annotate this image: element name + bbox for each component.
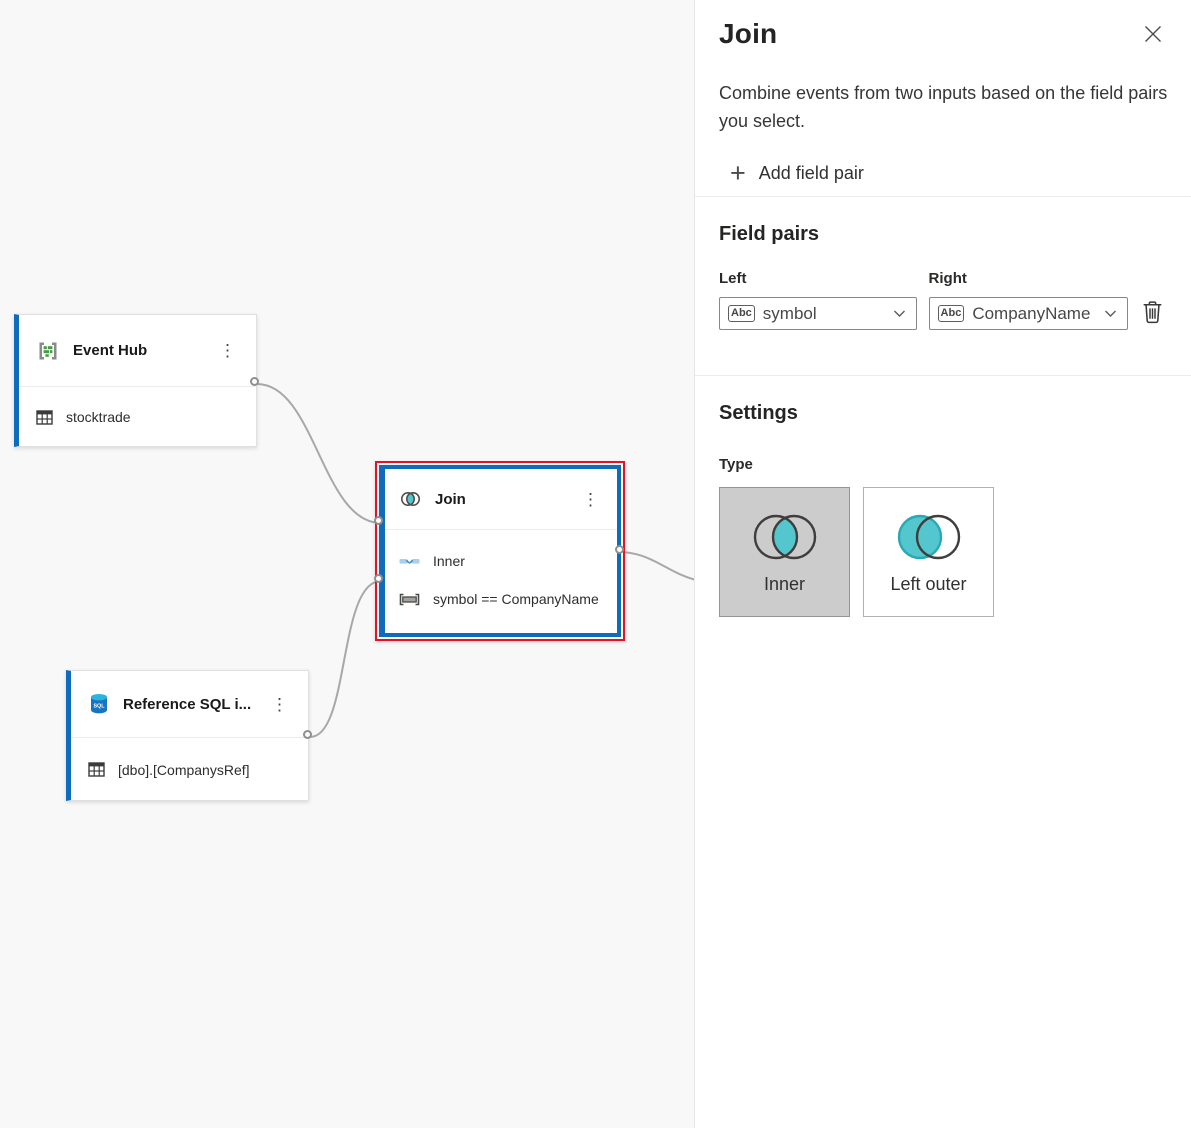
table-icon (88, 761, 105, 778)
close-icon[interactable] (1139, 20, 1167, 51)
node-table-name: [dbo].[CompanysRef] (118, 761, 250, 778)
plus-icon: + (730, 158, 746, 188)
node-divider (385, 529, 617, 530)
join-venn-icon (399, 490, 422, 508)
trash-icon (1140, 299, 1165, 325)
join-type-option-left-outer[interactable]: Left outer (863, 487, 994, 617)
node-reference-sql[interactable]: SQL Reference SQL i... ⋮ [dbo].[Companys… (66, 670, 309, 801)
chevron-down-icon (1103, 306, 1118, 321)
node-divider (71, 737, 308, 738)
join-type-value: Inner (433, 553, 465, 569)
field-type-abc-icon: Abc (728, 305, 755, 322)
port-join-input-bottom[interactable] (374, 574, 383, 583)
join-type-option-label: Inner (763, 573, 806, 594)
node-title: Join (435, 490, 466, 508)
type-label: Type (719, 456, 753, 473)
join-condition-value: symbol == CompanyName (433, 591, 599, 607)
table-icon (36, 409, 53, 426)
left-field-label: Left (719, 270, 747, 287)
port-join-output[interactable] (615, 545, 624, 554)
field-pairs-heading: Field pairs (719, 223, 820, 245)
node-event-hub[interactable]: Event Hub ⋮ stocktrade (14, 314, 257, 447)
port-join-input-top[interactable] (374, 516, 383, 525)
panel-description: Combine events from two inputs based on … (719, 83, 1168, 131)
field-type-abc-icon: Abc (937, 305, 965, 322)
venn-inner-icon (751, 510, 819, 564)
node-divider (19, 386, 256, 387)
join-condition-icon (399, 593, 420, 606)
right-field-label: Right (928, 270, 967, 287)
add-field-pair-label: Add field pair (758, 162, 864, 183)
join-settings-panel: Join Combine events from two inputs base… (694, 0, 1191, 1128)
join-type-icon (399, 555, 420, 568)
join-type-option-label: Left outer (890, 573, 967, 594)
event-hub-icon (36, 339, 60, 363)
panel-title: Join (719, 18, 778, 49)
node-table-name: stocktrade (66, 409, 131, 425)
left-field-dropdown[interactable]: Abc symbol (719, 297, 917, 330)
edge-join-output (621, 551, 694, 581)
right-field-dropdown[interactable]: Abc CompanyName (928, 297, 1128, 330)
node-menu-button[interactable]: ⋮ (265, 694, 294, 715)
join-type-options: Inner Left outer (719, 487, 1167, 617)
port-refsql-output[interactable] (303, 730, 312, 739)
port-eventhub-output[interactable] (250, 377, 259, 386)
sql-database-icon: SQL (88, 692, 110, 716)
node-join[interactable]: Join ⋮ Inner (375, 461, 625, 641)
panel-divider (695, 375, 1191, 376)
node-menu-button[interactable]: ⋮ (576, 489, 605, 510)
edge-eventhub-to-join (256, 383, 382, 524)
node-title: Reference SQL i... (123, 695, 252, 713)
node-menu-button[interactable]: ⋮ (213, 340, 242, 361)
edge-refsql-to-join (309, 580, 382, 738)
panel-divider (695, 196, 1191, 197)
venn-left-outer-icon (895, 510, 963, 564)
diagram-canvas[interactable]: Event Hub ⋮ stocktrade (0, 0, 694, 1128)
chevron-down-icon (892, 306, 907, 321)
left-field-value: symbol (762, 303, 817, 323)
add-field-pair-button[interactable]: + Add field pair (730, 158, 864, 188)
field-pair-row: Left Abc symbol Right Abc CompanyName (719, 270, 1167, 330)
delete-field-pair-button[interactable] (1138, 297, 1167, 327)
node-title: Event Hub (73, 342, 148, 359)
svg-text:SQL: SQL (93, 704, 105, 710)
right-field-value: CompanyName (972, 303, 1091, 323)
settings-heading: Settings (719, 402, 798, 424)
join-type-option-inner[interactable]: Inner (719, 487, 850, 617)
